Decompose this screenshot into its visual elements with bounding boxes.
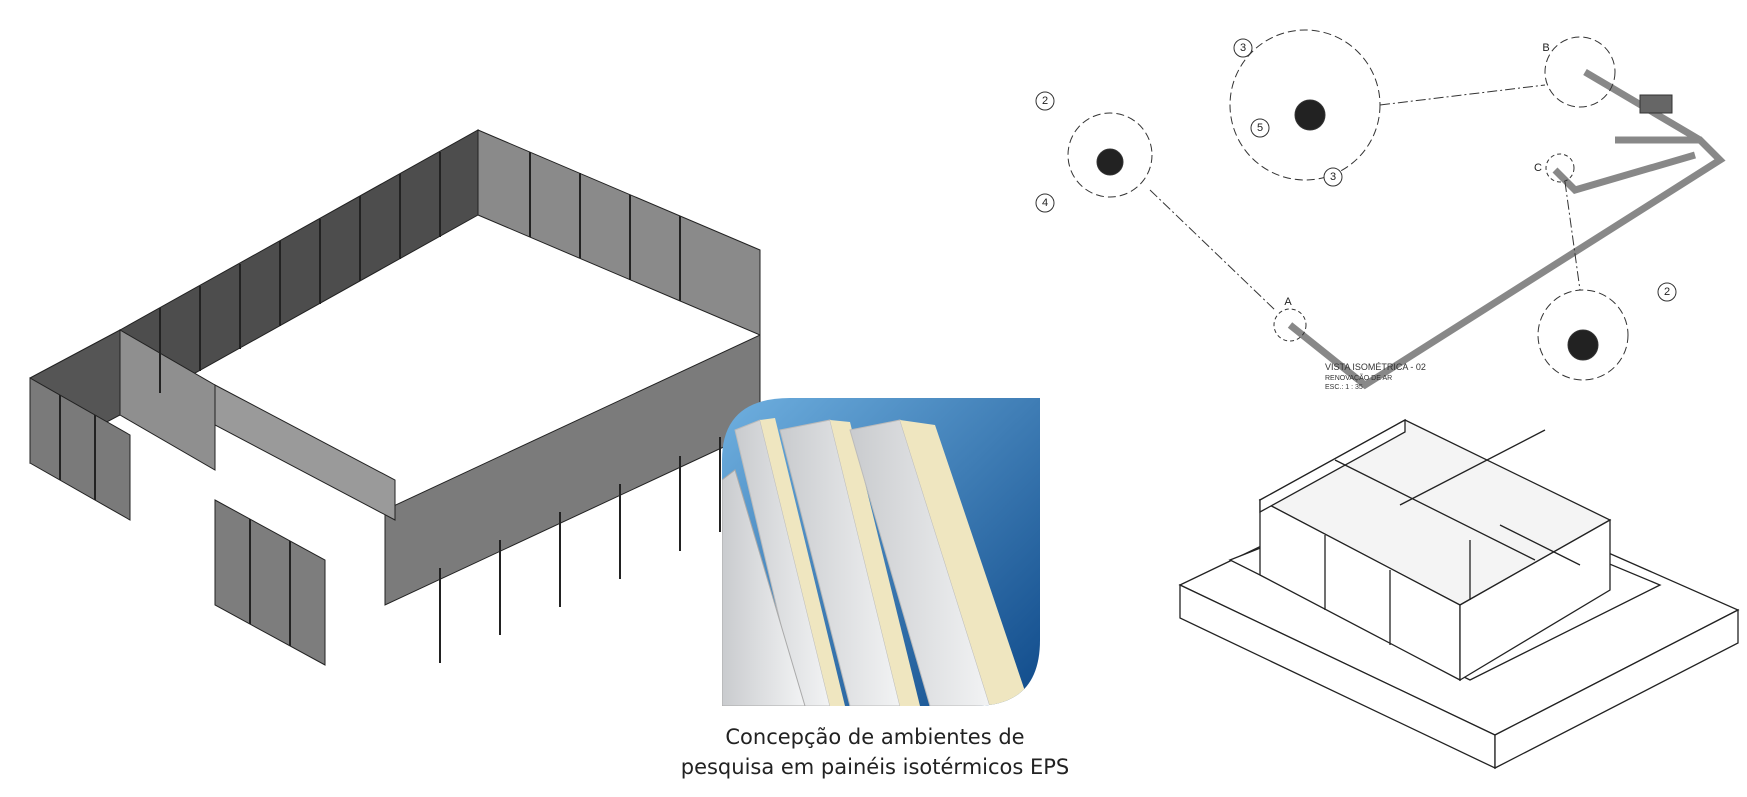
callout-labels: 2 4 3 5 3 2 A B C VISTA ISOMÉTRICA - 02 … (1042, 42, 1670, 391)
callout-label: 5 (1257, 122, 1263, 134)
point-label-c: C (1534, 162, 1542, 174)
drawing-subtitle: RENOVAÇÃO DE AR (1325, 373, 1392, 382)
caption-line-2: pesquisa em painéis isotérmicos EPS (680, 755, 1070, 779)
caption-line-1: Concepção de ambientes de (725, 725, 1025, 749)
drawing-scale: ESC.: 1 : 35 (1325, 384, 1363, 391)
point-label-b: B (1542, 42, 1549, 54)
panel-enclosure-model (29, 129, 761, 666)
figure-caption: Concepção de ambientes de pesquisa em pa… (640, 722, 1110, 782)
callout-label: 2 (1042, 95, 1048, 107)
building-isometric-model (1178, 418, 1740, 770)
point-label-a: A (1284, 296, 1292, 308)
callout-circles (1035, 38, 1677, 302)
drawing-title: VISTA ISOMÉTRICA - 02 (1325, 362, 1426, 372)
callout-label: 3 (1330, 171, 1336, 183)
callout-label: 4 (1042, 197, 1048, 209)
callout-label: 2 (1664, 286, 1670, 298)
eps-panel-photo (722, 398, 1040, 706)
callout-label: 3 (1240, 42, 1246, 54)
duct-isometric-drawing (1035, 29, 1726, 390)
